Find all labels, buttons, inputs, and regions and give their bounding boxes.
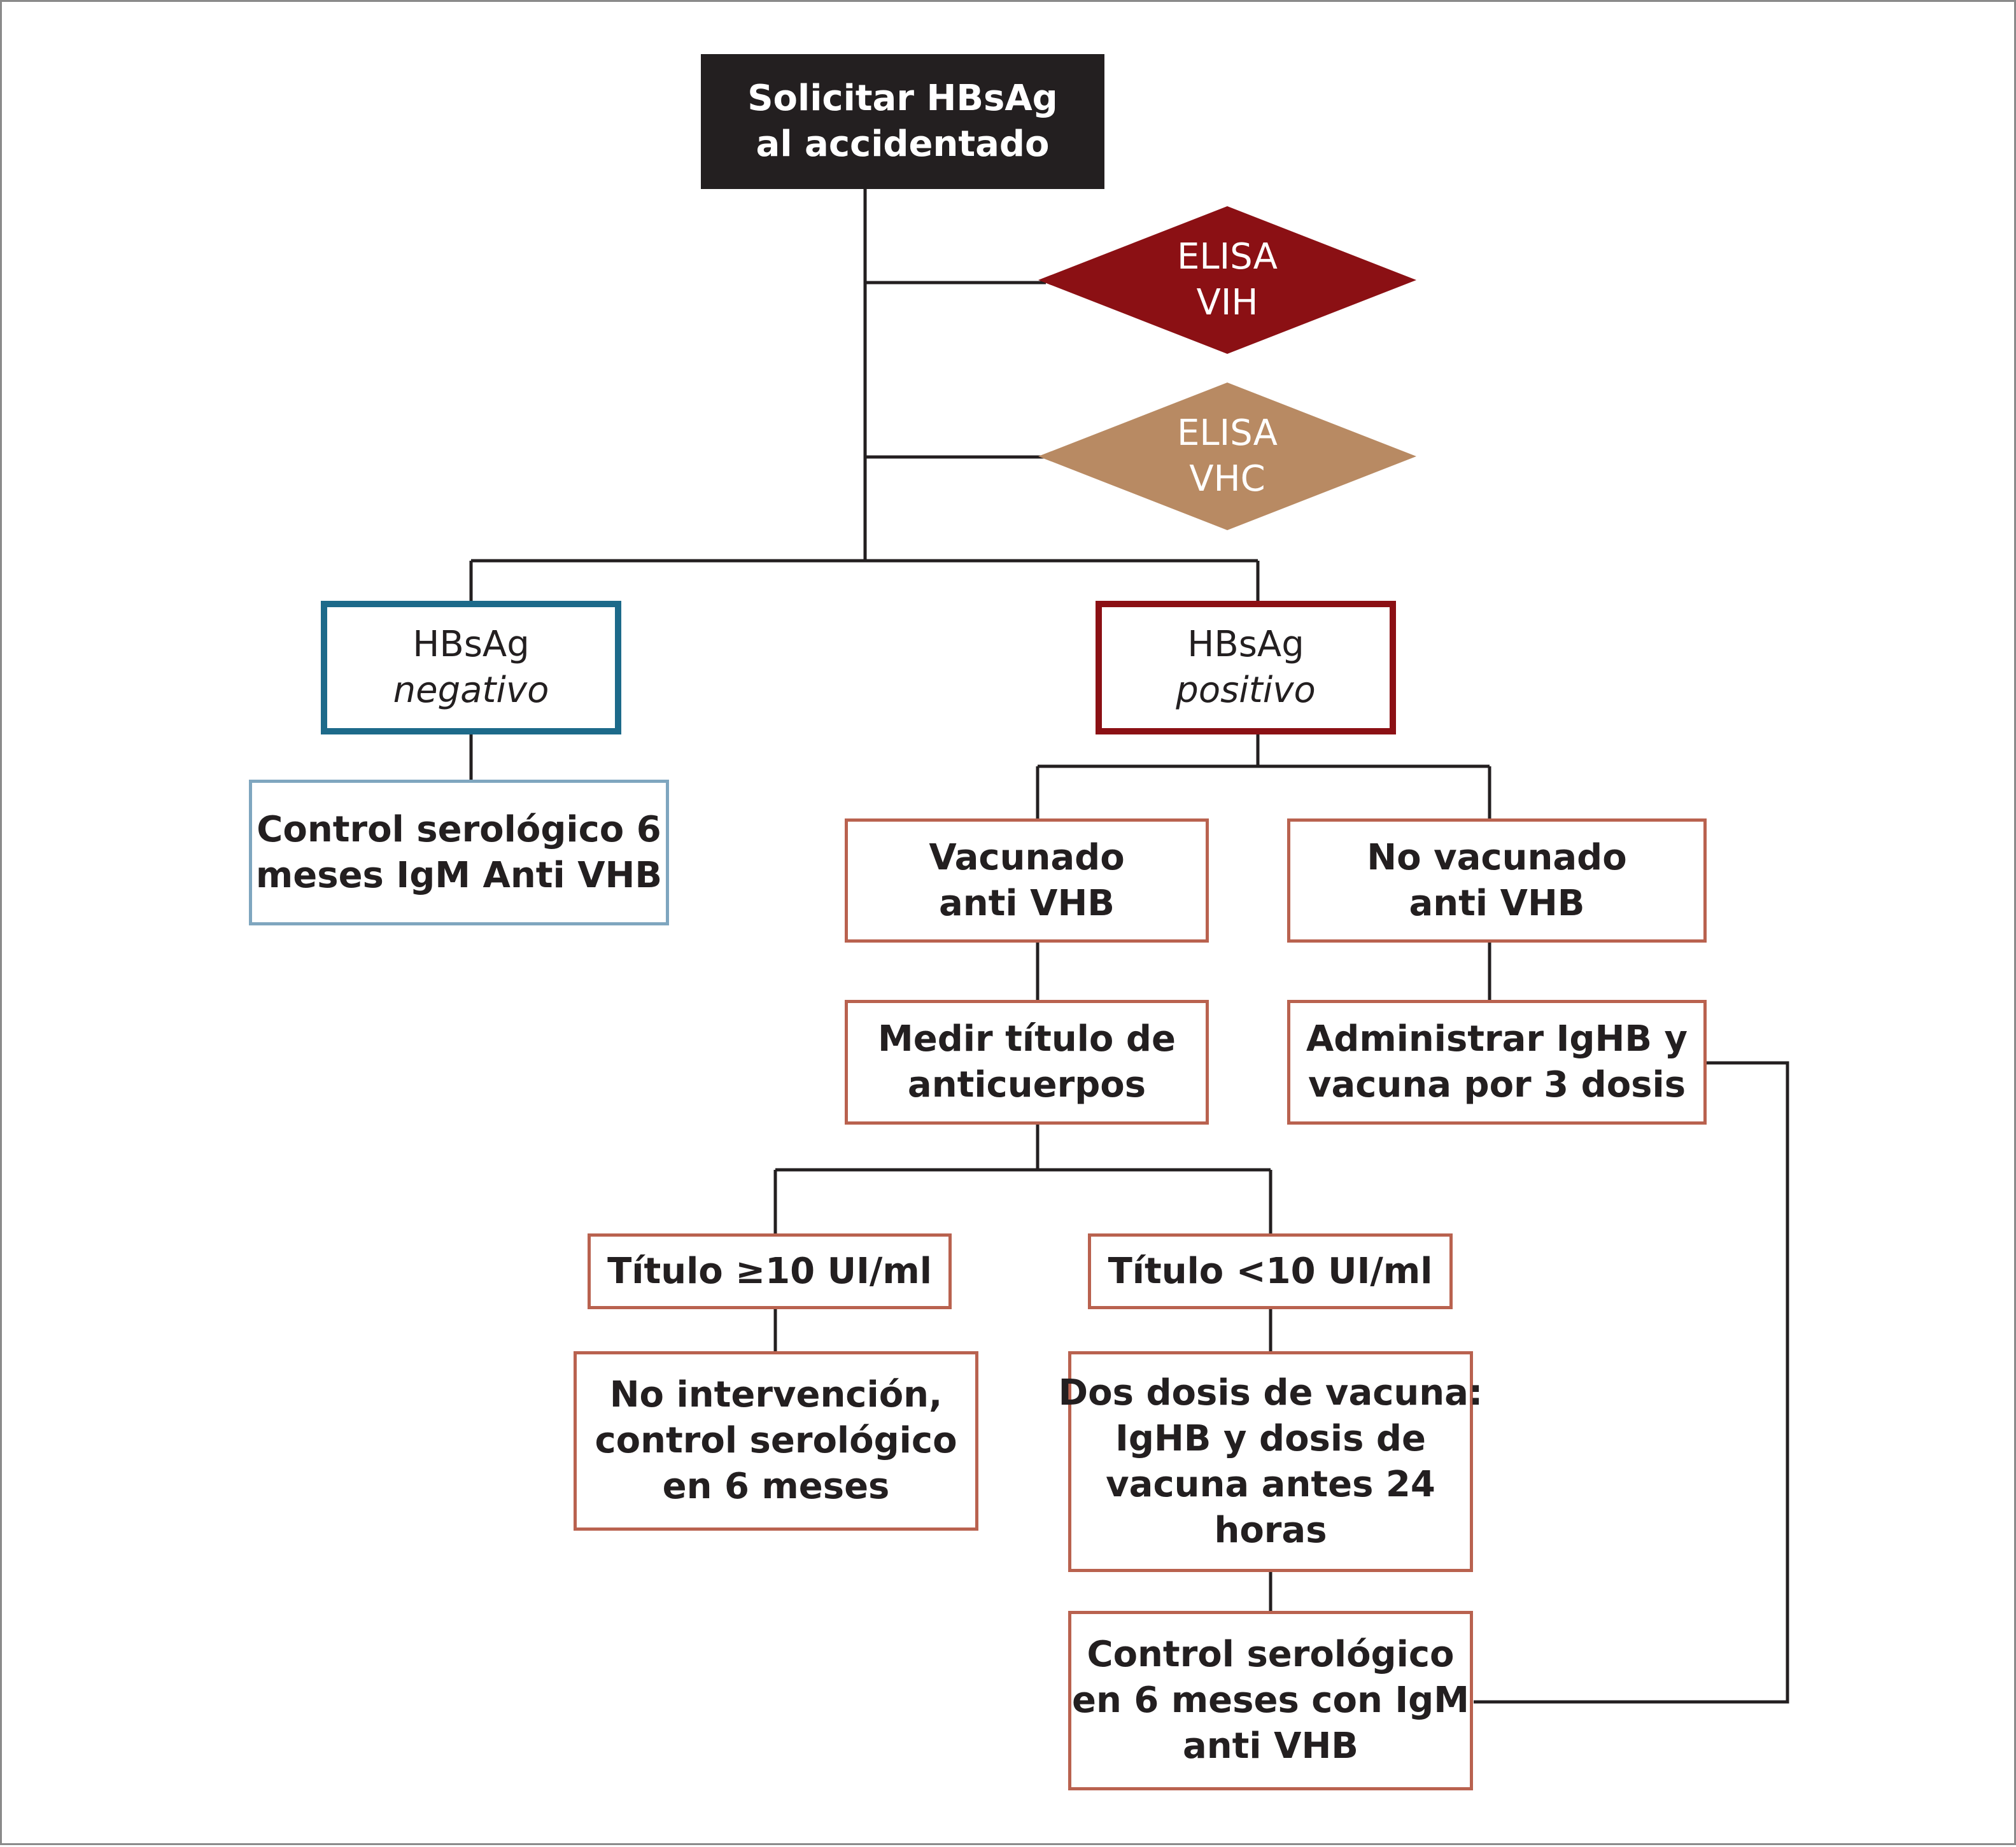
control-negativo-node: Control serológico 6 meses IgM Anti VHB [249, 780, 669, 925]
elisa-vhc-node: ELISA VHC [1038, 383, 1416, 530]
elisa-vhc-line2: VHC [1189, 458, 1265, 500]
administrar-line1: Administrar IgHB y [1306, 1018, 1688, 1060]
vacunado-line2: anti VHB [938, 882, 1115, 924]
hbsag-positivo-line2: positivo [1176, 670, 1316, 711]
start-node: Solicitar HBsAg al accidentado [701, 54, 1104, 189]
no-vacunado-line2: anti VHB [1409, 882, 1585, 924]
hbsag-negativo-line2: negativo [393, 670, 549, 711]
vacunado-node: Vacunado anti VHB [845, 818, 1209, 943]
no-intervencion-node: No intervención, control serológico en 6… [574, 1351, 978, 1531]
start-node-line1: Solicitar HBsAg [747, 78, 1058, 119]
titulo-alto-line1: Título ≥10 UI/ml [607, 1250, 932, 1292]
elisa-vhc-shape [1038, 383, 1416, 530]
titulo-bajo-line1: Título <10 UI/ml [1108, 1250, 1433, 1292]
control-final-line1: Control serológico [1087, 1634, 1455, 1675]
hbsag-positivo-line1: HBsAg [1187, 624, 1304, 665]
dos-dosis-line2: IgHB y dosis de [1115, 1417, 1426, 1459]
elisa-vih-line1: ELISA [1177, 236, 1278, 277]
administrar-line2: vacuna por 3 dosis [1308, 1064, 1686, 1106]
control-final-line2: en 6 meses con IgM [1072, 1680, 1469, 1721]
control-negativo-line1: Control serológico 6 [257, 808, 661, 850]
dos-dosis-line3: vacuna antes 24 [1106, 1463, 1435, 1505]
dos-dosis-line4: horas [1214, 1509, 1327, 1551]
titulo-bajo-node: Título <10 UI/ml [1088, 1233, 1453, 1309]
start-node-line2: al accidentado [756, 123, 1050, 165]
hbsag-negativo-line1: HBsAg [412, 624, 530, 665]
connector-administrar-control [1474, 1061, 1789, 1704]
dos-dosis-line1: Dos dosis de vacuna: [1058, 1372, 1483, 1414]
elisa-vih-line2: VIH [1196, 282, 1258, 323]
elisa-vih-shape [1038, 206, 1416, 354]
no-vacunado-node: No vacunado anti VHB [1287, 818, 1707, 943]
control-final-line3: anti VHB [1182, 1725, 1358, 1767]
no-intervencion-line2: control serológico [595, 1420, 957, 1461]
medir-titulo-line1: Medir título de [878, 1018, 1176, 1060]
no-intervencion-line3: en 6 meses [662, 1466, 890, 1507]
titulo-alto-node: Título ≥10 UI/ml [588, 1233, 952, 1309]
administrar-node: Administrar IgHB y vacuna por 3 dosis [1287, 1000, 1707, 1125]
no-intervencion-line1: No intervención, [609, 1374, 943, 1415]
hbsag-positivo-node: HBsAg positivo [1096, 601, 1396, 734]
medir-titulo-line2: anticuerpos [907, 1064, 1146, 1106]
no-vacunado-line1: No vacunado [1367, 836, 1627, 878]
control-final-node: Control serológico en 6 meses con IgM an… [1068, 1611, 1473, 1790]
elisa-vhc-line1: ELISA [1177, 412, 1278, 454]
vacunado-line1: Vacunado [929, 836, 1125, 878]
control-negativo-line2: meses IgM Anti VHB [255, 854, 663, 896]
elisa-vih-node: ELISA VIH [1038, 206, 1416, 354]
medir-titulo-node: Medir título de anticuerpos [845, 1000, 1209, 1125]
hbsag-negativo-node: HBsAg negativo [321, 601, 621, 734]
dos-dosis-node: Dos dosis de vacuna: IgHB y dosis de vac… [1059, 1351, 1483, 1572]
